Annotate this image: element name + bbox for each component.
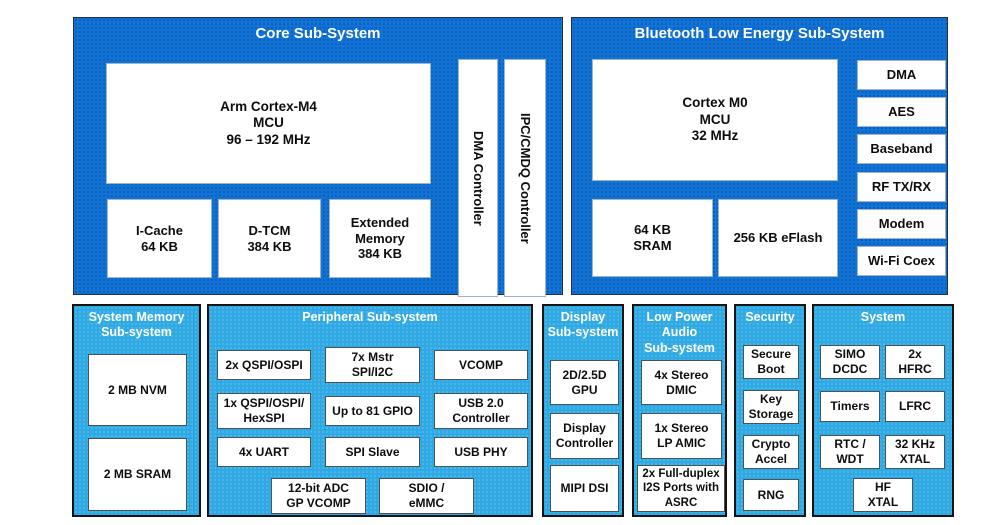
block-32khz-xtal: 32 KHz XTAL xyxy=(885,435,945,469)
block-extended-memory: Extended Memory 384 KB xyxy=(329,199,431,278)
block-stereo-dmic: 4x Stereo DMIC xyxy=(641,360,722,405)
block-lfrc: LFRC xyxy=(885,391,945,422)
block-ipc-cmdq-controller: IPC/CMDQ Controller xyxy=(504,59,546,297)
block-i2s-asrc: 2x Full-duplex I2S Ports with ASRC xyxy=(637,465,725,512)
block-cortex-m0-mcu: Cortex M0 MCU 32 MHz xyxy=(592,59,838,181)
block-ble-wifi-coex: Wi-Fi Coex xyxy=(857,246,946,276)
core-subsystem-title: Core Sub-System xyxy=(255,25,381,42)
block-hfrc: 2x HFRC xyxy=(885,345,945,379)
block-spi-slave: SPI Slave xyxy=(325,437,420,467)
block-ble-baseband: Baseband xyxy=(857,134,946,164)
block-adc-gp-vcomp: 12-bit ADC GP VCOMP xyxy=(271,478,366,514)
security-title: Security xyxy=(745,310,795,324)
block-dma-controller: DMA Controller xyxy=(458,59,498,297)
system-memory-title: System Memory Sub-system xyxy=(88,310,185,340)
block-mipi-dsi: MIPI DSI xyxy=(550,465,619,512)
block-usb20-controller: USB 2.0 Controller xyxy=(434,393,528,429)
block-qspi-ospi: 2x QSPI/OSPI xyxy=(217,350,311,380)
block-icache: I-Cache 64 KB xyxy=(107,199,212,278)
block-stereo-lp-amic: 1x Stereo LP AMIC xyxy=(641,413,722,459)
audio-title: Low Power Audio Sub-system xyxy=(644,310,715,355)
block-key-storage: Key Storage xyxy=(743,390,799,424)
block-ble-eflash: 256 KB eFlash xyxy=(718,199,838,277)
block-sram: 2 MB SRAM xyxy=(88,438,187,511)
block-hf-xtal: HF XTAL xyxy=(853,478,913,512)
block-usb-phy: USB PHY xyxy=(434,437,528,467)
peripheral-title: Peripheral Sub-system xyxy=(302,310,438,324)
block-vcomp: VCOMP xyxy=(434,350,528,380)
block-secure-boot: Secure Boot xyxy=(743,345,799,379)
ble-subsystem-section: Bluetooth Low Energy Sub-System Cortex M… xyxy=(571,17,948,295)
block-qspi-ospi-hexspi: 1x QSPI/OSPI/ HexSPI xyxy=(217,393,311,429)
display-title: Display Sub-system xyxy=(547,310,619,340)
block-mstr-spi-i2c: 7x Mstr SPI/I2C xyxy=(325,347,420,383)
block-simo-dcdc: SIMO DCDC xyxy=(820,345,880,379)
block-timers: Timers xyxy=(820,391,880,422)
block-display-controller: Display Controller xyxy=(550,413,619,459)
block-ble-modem: Modem xyxy=(857,209,946,239)
display-subsystem-section: Display Sub-system 2D/2.5D GPU Display C… xyxy=(542,304,624,517)
block-gpio: Up to 81 GPIO xyxy=(325,396,420,426)
peripheral-subsystem-section: Peripheral Sub-system 2x QSPI/OSPI 7x Ms… xyxy=(207,304,533,517)
block-arm-cortex-m4-mcu: Arm Cortex-M4 MCU 96 – 192 MHz xyxy=(106,63,431,184)
block-ble-sram: 64 KB SRAM xyxy=(592,199,713,277)
block-gpu: 2D/2.5D GPU xyxy=(550,360,619,405)
audio-subsystem-section: Low Power Audio Sub-system 4x Stereo DMI… xyxy=(632,304,727,517)
security-section: Security Secure Boot Key Storage Crypto … xyxy=(734,304,806,517)
block-sdio-emmc: SDIO / eMMC xyxy=(379,478,474,514)
system-section: System SIMO DCDC 2x HFRC Timers LFRC RTC… xyxy=(812,304,954,517)
block-nvm: 2 MB NVM xyxy=(88,354,187,426)
system-title: System xyxy=(860,310,906,324)
block-crypto-accel: Crypto Accel xyxy=(743,435,799,469)
block-dtcm: D-TCM 384 KB xyxy=(218,199,321,278)
block-rng: RNG xyxy=(743,479,799,511)
block-ble-dma: DMA xyxy=(857,60,946,90)
block-ble-aes: AES xyxy=(857,97,946,127)
block-uart: 4x UART xyxy=(217,437,311,467)
block-ble-rf-tx-rx: RF TX/RX xyxy=(857,172,946,202)
system-memory-subsystem-section: System Memory Sub-system 2 MB NVM 2 MB S… xyxy=(72,304,201,517)
ble-subsystem-title: Bluetooth Low Energy Sub-System xyxy=(634,25,885,42)
core-subsystem-section: Core Sub-System Arm Cortex-M4 MCU 96 – 1… xyxy=(73,17,563,297)
block-rtc-wdt: RTC / WDT xyxy=(820,435,880,469)
